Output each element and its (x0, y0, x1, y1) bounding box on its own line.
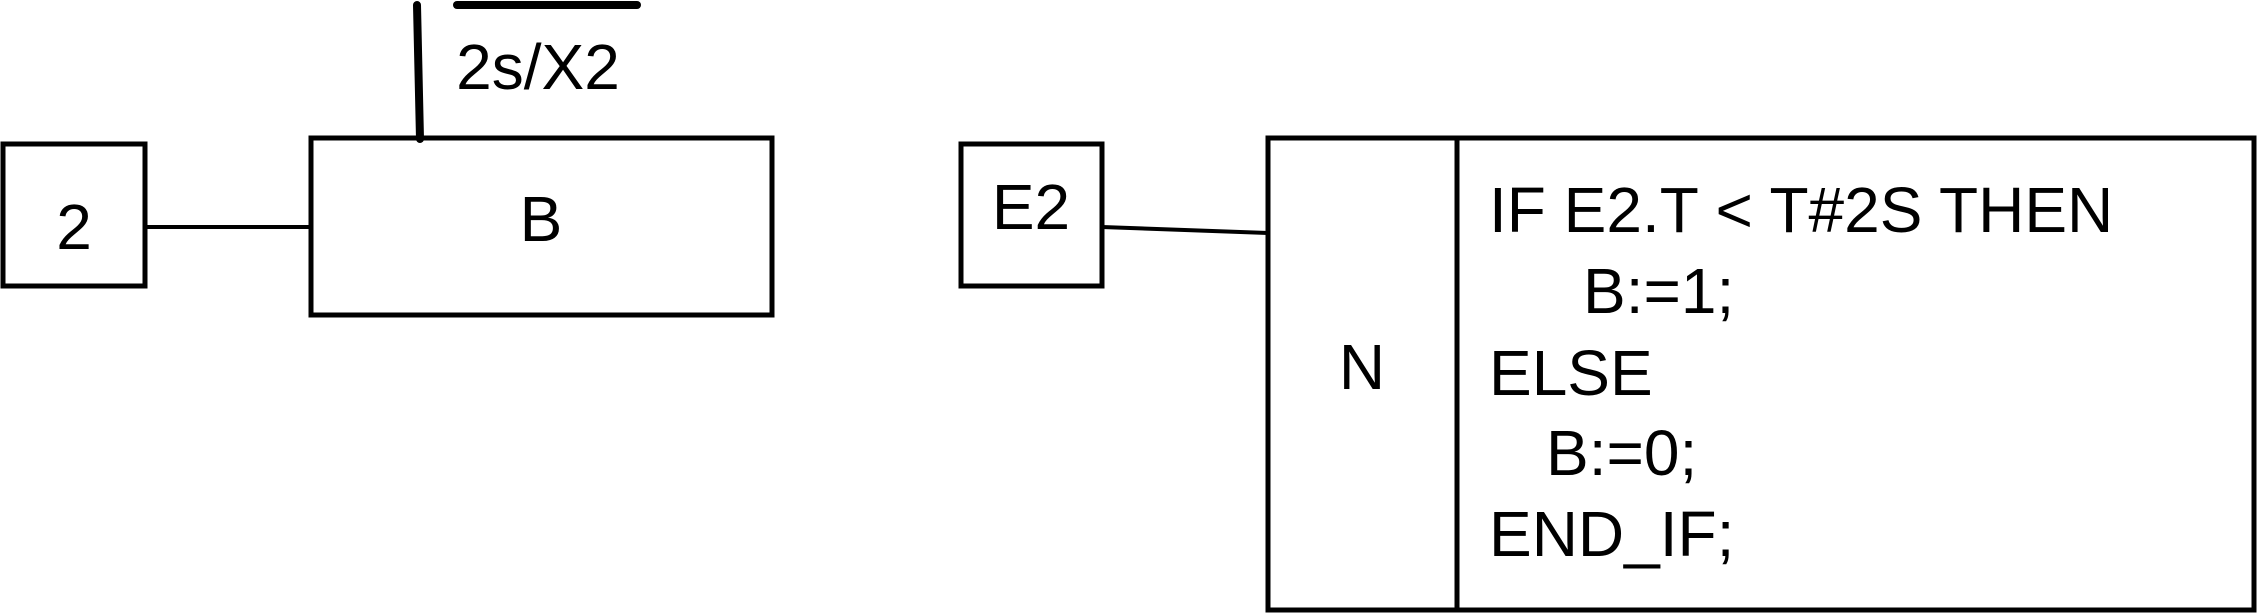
step-box (0, 141, 148, 289)
code-line: IF E2.T < T#2S THEN (1489, 174, 2113, 246)
code-line: ELSE (1489, 337, 1653, 409)
right-step-action (958, 135, 2257, 613)
step-box-e2 (958, 141, 1105, 289)
condition-line (413, 1, 424, 143)
time-condition: 2s/X2 (456, 31, 620, 103)
step-number: 2 (56, 191, 92, 263)
step-name-e2: E2 (992, 171, 1070, 243)
code-line: END_IF; (1489, 498, 1734, 570)
left-step-action (0, 1, 775, 318)
action-name: B (520, 183, 563, 255)
action-qualifier: N (1339, 331, 1385, 403)
step-action-link-e2 (1100, 225, 1270, 235)
action-box (308, 135, 775, 318)
code-line: B:=1; (1583, 255, 1734, 327)
code-line: B:=0; (1546, 417, 1697, 489)
action-block (1265, 135, 2257, 613)
